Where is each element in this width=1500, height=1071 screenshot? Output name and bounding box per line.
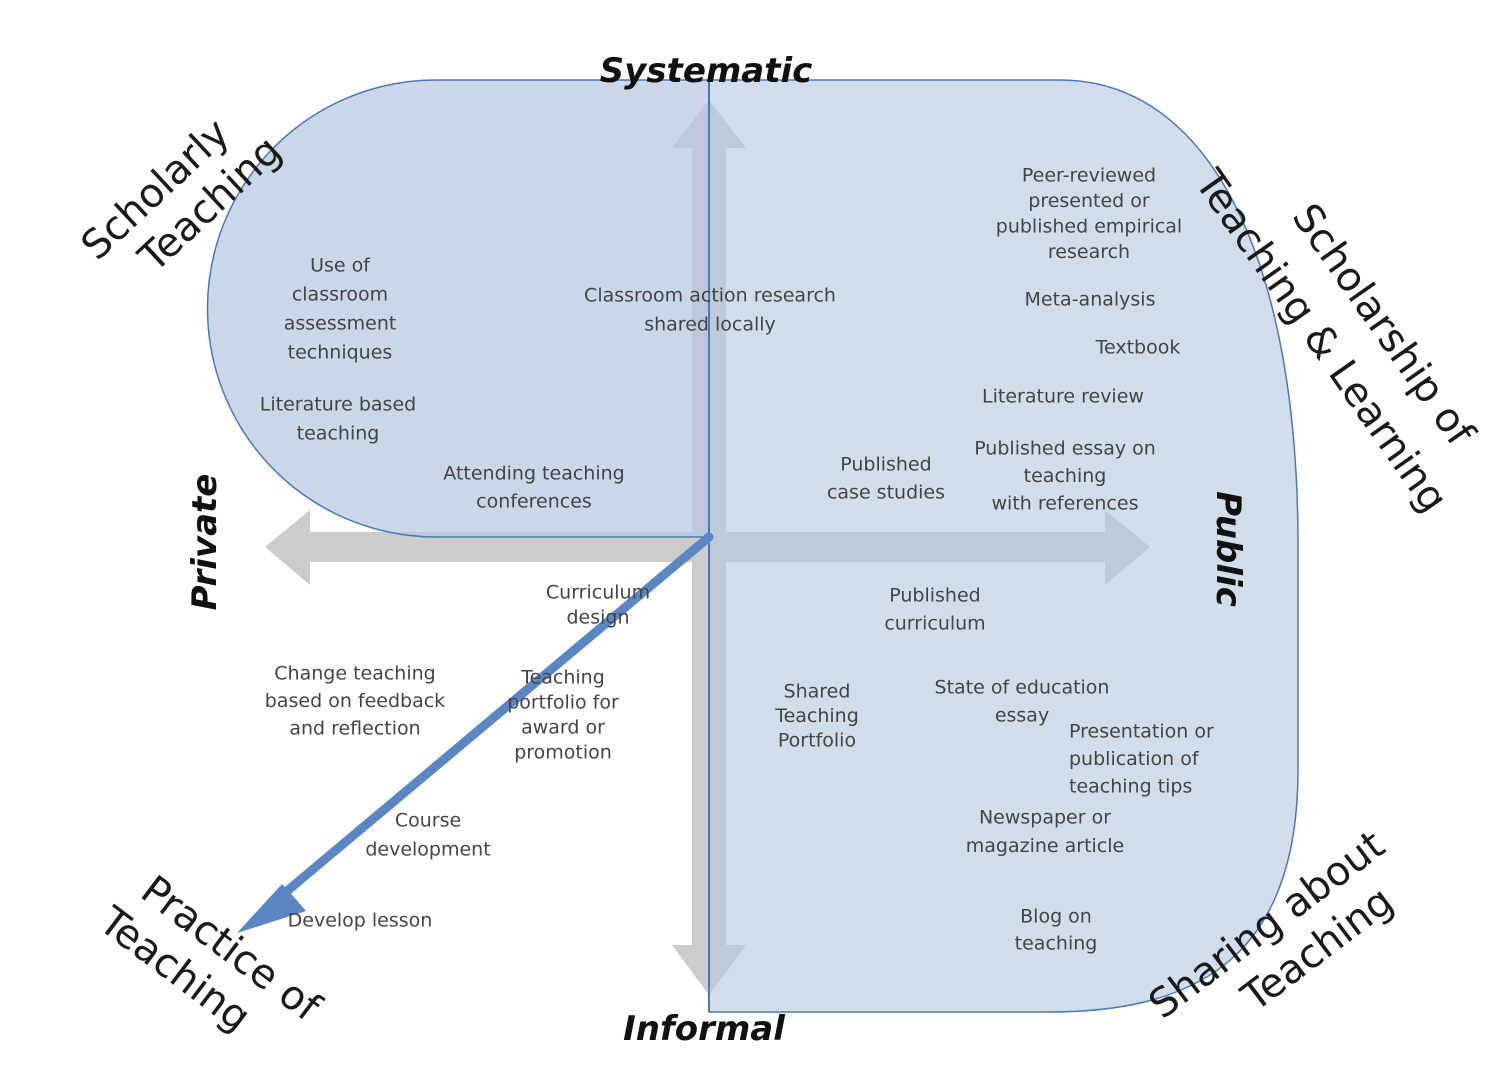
activity-label-line: case studies [827,482,945,504]
activity-label-line: Literature review [982,386,1144,408]
activity-label-line: Develop lesson [288,910,433,932]
activity-label-line: Meta-analysis [1025,289,1156,311]
activity-label-textbook: Textbook [1095,337,1181,359]
activity-label-literature-based: Literature based teaching [260,394,416,445]
activity-label-case-studies: Published case studies [827,454,945,504]
activity-label-newspaper-article: Newspaper or magazine article [966,807,1124,858]
activity-label-line: State of education [935,677,1110,699]
activity-label-line: Published [840,454,931,476]
activity-label-line: Published essay on [974,438,1156,460]
activity-label-line: Teaching [774,705,859,727]
activity-label-presentation-tips: Presentation or publication of teaching ti… [1069,721,1214,798]
activity-label-published-curriculum: Published curriculum [884,585,985,635]
activity-label-line: teaching tips [1069,776,1192,798]
activity-label-line: Newspaper or [979,807,1111,829]
activity-label-teaching-portfolio: Teaching portfolio for award or promotion [507,667,619,764]
activity-label-literature-review: Literature review [982,386,1144,408]
activity-label-blog: Blog on teaching [1015,906,1098,955]
activity-label-line: Literature based [260,394,416,416]
activity-label-attending-conferences: Attending teaching conferences [443,463,624,513]
activity-label-develop-lesson: Develop lesson [288,910,433,932]
activity-label-line: magazine article [966,835,1124,857]
activity-label-change-teaching: Change teaching based on feedback and refl… [265,663,445,740]
activity-label-line: teaching [297,423,380,445]
activity-label-published-essay: Published essay on teaching with reference… [974,438,1156,515]
activity-label-line: Blog on [1020,906,1092,928]
activity-label-line: Published [889,585,980,607]
activity-label-course-development: Course development [365,810,490,861]
activity-label-curriculum-design: Curriculum design [546,582,650,629]
activity-label-line: assessment [284,313,397,335]
activity-label-line: shared locally [644,314,776,336]
activity-label-line: Peer-reviewed [1022,165,1156,187]
activity-label-line: promotion [514,742,612,764]
activity-labels: Use of classroom assessment techniquesLiter… [260,165,1214,955]
axis-label-informal: Informal [623,1009,786,1049]
public-region [708,79,1299,1013]
axis-label-public: Public [1208,491,1248,607]
activity-label-line: award or [521,717,605,739]
activity-label-line: portfolio for [507,692,619,714]
activity-label-action-research: Classroom action research shared locally [584,285,836,336]
activity-label-line: based on feedback [265,690,445,712]
activity-label-line: essay [995,705,1049,727]
activity-label-line: with references [992,493,1139,515]
axis-label-systematic: Systematic [600,51,813,91]
activity-label-line: Portfolio [778,730,856,752]
axis-label-private: Private [185,474,225,611]
activity-label-line: design [566,607,629,629]
activity-label-line: conferences [476,491,592,513]
activity-label-line: presented or [1028,190,1150,212]
activity-label-line: Curriculum [546,582,650,604]
activity-label-line: Classroom action research [584,285,836,307]
activity-label-line: Course [395,810,461,832]
activity-label-meta-analysis: Meta-analysis [1025,289,1156,311]
activity-label-line: Textbook [1095,337,1181,359]
activity-label-line: published empirical [996,216,1182,238]
activity-label-line: Use of [310,255,371,277]
activity-label-line: Shared [784,681,851,703]
activity-label-peer-reviewed: Peer-reviewed presented or published empir… [996,165,1182,264]
activity-label-line: classroom [292,284,388,306]
activity-label-line: teaching [1015,933,1098,955]
activity-label-line: Presentation or [1069,721,1214,743]
scholarly-teaching-region [206,79,710,538]
activity-label-line: curriculum [884,613,985,635]
activity-label-line: Change teaching [274,663,435,685]
activity-label-line: development [365,839,490,861]
activity-label-line: teaching [1024,465,1107,487]
activity-label-line: and reflection [289,718,420,740]
activity-label-state-of-education: State of education essay [935,677,1110,727]
activity-label-classroom-assessment: Use of classroom assessment techniques [284,255,397,364]
activity-label-line: publication of [1069,748,1200,770]
activity-label-line: research [1048,241,1130,263]
activity-label-line: Attending teaching [443,463,624,485]
activity-label-line: techniques [288,342,393,364]
activity-label-line: Teaching [520,667,605,689]
practice-diagonal-arrow [237,532,714,933]
